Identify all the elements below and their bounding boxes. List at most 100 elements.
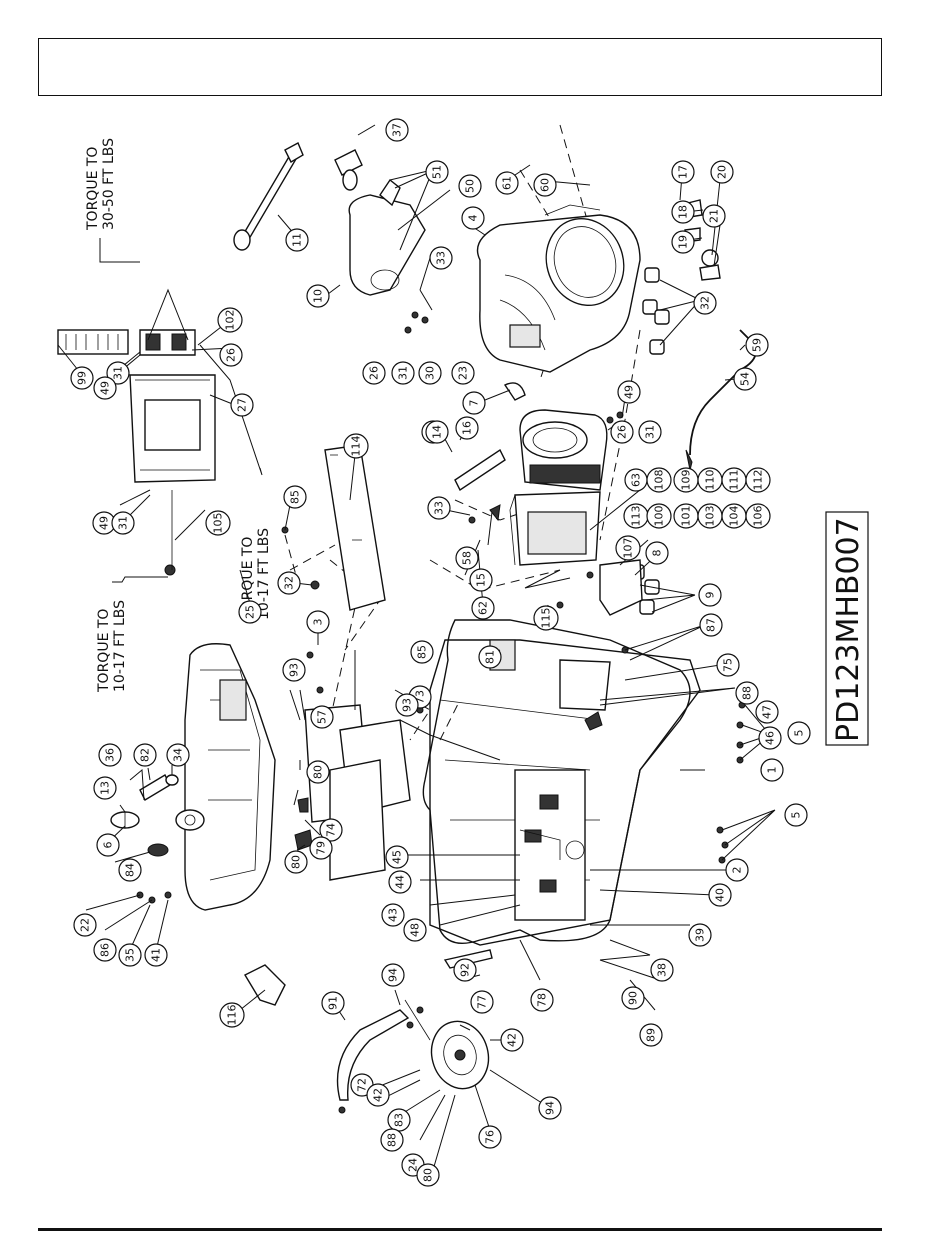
callout-label: 89 [645, 1028, 658, 1042]
fuel-cap [110, 774, 179, 857]
title-block [38, 38, 882, 96]
callout-label: 5 [793, 730, 806, 737]
callout-label: 59 [751, 338, 764, 352]
callout-label: 49 [99, 381, 112, 395]
callout-label: 15 [475, 573, 488, 587]
callout-101: 101 [673, 503, 699, 529]
callout-label: 42 [506, 1033, 519, 1047]
callout-32: 32 [277, 571, 301, 595]
callout-label: 58 [461, 551, 474, 565]
torque-note-10-17-a: TORQUE TO 10-17 FT LBS [199, 344, 272, 621]
callout-80: 80 [416, 1163, 440, 1187]
callout-14: 14 [425, 420, 449, 444]
callout-54: 54 [733, 367, 757, 391]
callout-32: 32 [693, 291, 717, 315]
callout-82: 82 [133, 743, 157, 767]
callout-label: 114 [350, 436, 363, 457]
callout-label: 79 [315, 841, 328, 855]
callout-83: 83 [387, 1108, 411, 1132]
callout-label: 94 [387, 968, 400, 982]
callout-47: 47 [755, 700, 779, 724]
callout-57: 57 [310, 705, 334, 729]
callout-label: 85 [416, 645, 429, 659]
callout-5: 5 [784, 803, 808, 827]
callout-label: 35 [124, 948, 137, 962]
callout-label: 31 [644, 425, 657, 439]
callout-77: 77 [470, 990, 494, 1014]
callout-42: 42 [366, 1083, 390, 1107]
callout-label: 75 [722, 658, 735, 672]
callout-label: 40 [714, 888, 727, 902]
callout-label: 93 [401, 698, 414, 712]
callout-label: 109 [680, 470, 693, 491]
callout-31: 31 [106, 361, 130, 385]
torque-note-30-50: TORQUE TO 30-50 FT LBS [85, 138, 140, 263]
alternator [509, 491, 601, 566]
callout-18: 18 [671, 200, 695, 224]
callout-58: 58 [455, 546, 479, 570]
callout-44: 44 [388, 870, 412, 894]
callout-25: 25 [238, 600, 262, 624]
callout-label: 74 [325, 823, 338, 837]
callout-label: 37 [391, 123, 404, 137]
callout-35: 35 [118, 943, 142, 967]
starter-grip [334, 149, 363, 191]
callout-label: 27 [236, 398, 249, 412]
callout-36: 36 [98, 743, 122, 767]
callout-106: 106 [745, 503, 771, 529]
callout-label: 80 [290, 855, 303, 869]
callout-label: 107 [622, 538, 635, 559]
callout-label: 91 [327, 996, 340, 1010]
callout-39: 39 [688, 923, 712, 947]
callout-label: 18 [677, 205, 690, 219]
callout-31: 31 [638, 420, 662, 444]
callout-1: 1 [760, 758, 784, 782]
svg-text:TORQUE TO 10-17 FT LBS: TORQUE TO 10-17 FT LBS [96, 600, 128, 693]
callout-label: 41 [150, 948, 163, 962]
callout-label: 88 [386, 1133, 399, 1147]
callout-label: 82 [139, 748, 152, 762]
callout-label: 104 [728, 506, 741, 527]
callout-label: 10 [312, 289, 325, 303]
callout-37: 37 [385, 118, 409, 142]
callout-label: 49 [623, 385, 636, 399]
callout-label: 32 [699, 296, 712, 310]
svg-text:TORQUE TO 10-17 FT LBS: TORQUE TO 10-17 FT LBS [240, 528, 272, 621]
callout-34: 34 [166, 743, 190, 767]
callout-93: 93 [282, 658, 306, 682]
callout-30: 30 [418, 361, 442, 385]
callout-label: 43 [387, 908, 400, 922]
wheel [430, 1020, 490, 1090]
callout-label: 83 [393, 1113, 406, 1127]
callout-label: 90 [627, 991, 640, 1005]
callout-90: 90 [621, 986, 645, 1010]
callout-110: 110 [697, 467, 723, 493]
callout-10: 10 [306, 284, 330, 308]
svg-text:TORQUE TO 30-50 FT LBS: TORQUE TO 30-50 FT LBS [85, 138, 117, 231]
callout-6: 6 [96, 833, 120, 857]
callout-27: 27 [230, 393, 254, 417]
callout-81: 81 [478, 645, 502, 669]
callout-label: 4 [467, 215, 480, 222]
callout-15: 15 [469, 568, 493, 592]
callout-19: 19 [671, 230, 695, 254]
callout-label: 11 [291, 233, 304, 247]
callout-100: 100 [646, 503, 672, 529]
callout-11: 11 [285, 228, 309, 252]
callout-label: 26 [225, 348, 238, 362]
callout-label: 48 [409, 923, 422, 937]
callout-45: 45 [385, 845, 409, 869]
model-label: PD123MHB007 [825, 511, 869, 746]
callout-5: 5 [787, 721, 811, 745]
callout-109: 109 [673, 467, 699, 493]
callout-21: 21 [702, 204, 726, 228]
callout-26: 26 [362, 361, 386, 385]
callout-46: 46 [758, 726, 782, 750]
callout-89: 89 [639, 1023, 663, 1047]
callout-43: 43 [381, 903, 405, 927]
callout-112: 112 [745, 467, 771, 493]
callout-94: 94 [538, 1096, 562, 1120]
callout-88: 88 [735, 681, 759, 705]
callout-label: 5 [790, 812, 803, 819]
